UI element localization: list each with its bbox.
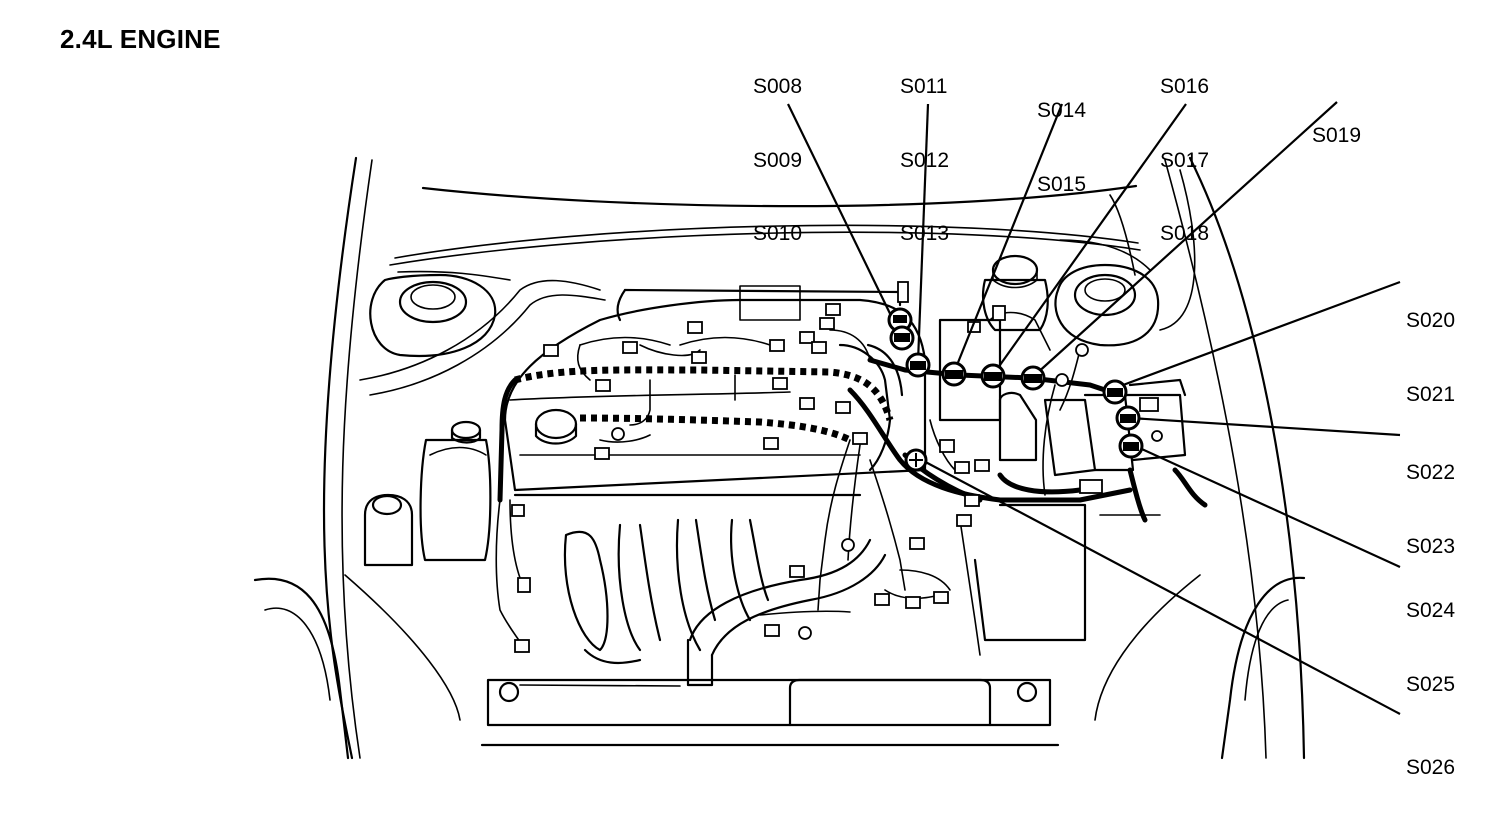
splice-marker-s008-s010 xyxy=(887,307,915,351)
connector xyxy=(819,317,835,330)
connector xyxy=(897,281,909,303)
connector xyxy=(992,305,1006,321)
connector xyxy=(956,514,972,527)
ring-terminal xyxy=(1151,430,1163,442)
leader-line-s008-s010 xyxy=(787,103,899,331)
callout-label-s014-s015: S014 S015 xyxy=(1037,50,1086,246)
callout-text: S023 xyxy=(1406,534,1456,558)
connector xyxy=(687,321,703,334)
leader-line-s026 xyxy=(917,457,1401,715)
connector xyxy=(622,341,638,354)
leader-lines xyxy=(787,101,1401,715)
splice-marker-s011-s013 xyxy=(905,352,931,378)
callout-text: S014 xyxy=(1037,99,1087,122)
connector xyxy=(514,639,530,653)
reservoir-left xyxy=(419,420,492,562)
connector xyxy=(691,351,707,364)
connectors xyxy=(511,281,1163,653)
callout-text: S011 xyxy=(900,75,948,98)
leader-line-s020-s021 xyxy=(1114,280,1401,390)
connector xyxy=(1079,479,1103,494)
connector xyxy=(789,565,805,578)
ring-terminal xyxy=(841,538,855,552)
connector xyxy=(825,303,841,316)
splice-marker-s019 xyxy=(1020,365,1046,391)
splice-markers xyxy=(887,307,1144,472)
strut-tower-left xyxy=(359,273,606,396)
connector xyxy=(933,591,949,604)
ring-terminal xyxy=(1075,343,1089,357)
battery-area xyxy=(938,318,1187,656)
callout-label-s011-s013: S011 S012 S013 xyxy=(900,26,949,296)
connector xyxy=(905,596,921,609)
connector xyxy=(1139,397,1159,412)
callout-text: S025 xyxy=(1406,672,1456,696)
callout-text: S009 xyxy=(753,148,803,172)
connector xyxy=(954,461,970,474)
callout-text: S026 xyxy=(1406,756,1456,779)
ring-terminal xyxy=(611,427,625,441)
callout-label-s022-s023: S022 S023 xyxy=(1406,412,1455,608)
callout-text: S020 xyxy=(1406,309,1456,332)
splice-marker-s022-s023 xyxy=(1115,405,1141,431)
connector xyxy=(595,379,611,392)
connector xyxy=(811,341,827,354)
splice-marker-s016-s018 xyxy=(980,363,1006,389)
splice-marker-s014-s015 xyxy=(941,361,967,387)
diagram-title: 2.4L ENGINE xyxy=(60,24,221,54)
callout-label-s019: S019 xyxy=(1312,75,1361,198)
connector xyxy=(511,504,525,517)
callout-text: S015 xyxy=(1037,172,1087,196)
strut-tower-right xyxy=(1054,263,1160,347)
connector xyxy=(594,447,610,460)
callout-text: S022 xyxy=(1406,461,1456,484)
leader-line-s019 xyxy=(1034,101,1338,376)
callout-text: S019 xyxy=(1312,124,1362,147)
callout-label-s026: S026 xyxy=(1406,707,1455,830)
connector xyxy=(852,432,868,445)
connector xyxy=(764,624,780,637)
connector xyxy=(543,344,559,357)
engine-block xyxy=(503,285,927,687)
leader-line-s011-s013 xyxy=(916,103,930,363)
connector xyxy=(974,459,990,472)
callout-text: S017 xyxy=(1160,148,1210,172)
connector xyxy=(799,331,815,344)
connector xyxy=(769,339,785,352)
reservoir-washer xyxy=(363,493,414,567)
callout-text: S012 xyxy=(900,148,950,172)
leader-line-s016-s018 xyxy=(994,103,1187,373)
callout-label-s024-s025: S024 S025 xyxy=(1406,550,1455,746)
connector xyxy=(874,593,890,606)
splice-marker-s026 xyxy=(904,448,928,472)
connector xyxy=(964,494,980,507)
splice-marker-s024-s025 xyxy=(1118,433,1144,459)
ring-terminal xyxy=(1055,373,1069,387)
connector xyxy=(939,439,955,453)
connector xyxy=(763,437,779,450)
splice-marker-s020-s021 xyxy=(1102,379,1128,405)
callout-text: S024 xyxy=(1406,599,1456,622)
leader-line-s024-s025 xyxy=(1132,443,1401,569)
ring-terminal xyxy=(798,626,812,640)
connector xyxy=(835,401,851,414)
callout-text: S021 xyxy=(1406,382,1456,406)
leader-line-s014-s015 xyxy=(953,103,1064,371)
callout-text: S016 xyxy=(1160,75,1210,98)
leader-line-s022-s023 xyxy=(1129,416,1401,437)
connector xyxy=(799,397,815,410)
callout-text: S008 xyxy=(753,75,803,98)
connector xyxy=(772,377,788,390)
connector xyxy=(909,537,925,550)
body-outline xyxy=(253,156,1306,760)
callout-label-s020-s021: S020 S021 xyxy=(1406,260,1455,456)
connector xyxy=(517,577,531,593)
